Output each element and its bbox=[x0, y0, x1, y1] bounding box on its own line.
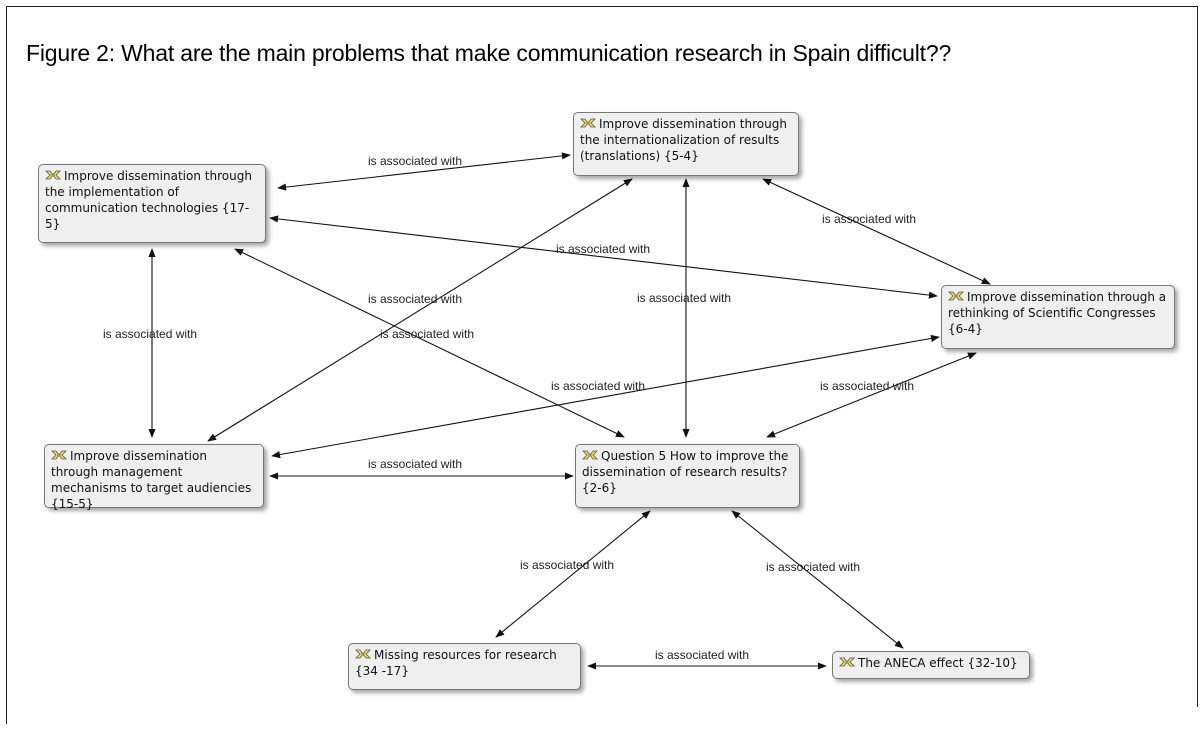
code-family-icon bbox=[948, 290, 964, 302]
edge-label: is associated with bbox=[368, 154, 462, 168]
edge-label: is associated with bbox=[655, 648, 749, 662]
code-family-icon bbox=[580, 117, 596, 129]
edge-n1-n3[interactable] bbox=[269, 215, 938, 299]
edge-n3-n4[interactable] bbox=[271, 334, 940, 459]
edge-n5-n7[interactable] bbox=[731, 510, 904, 649]
edge-label: is associated with bbox=[822, 212, 916, 226]
code-family-icon bbox=[582, 449, 598, 461]
code-node-question-5[interactable]: Question 5 How to improve the disseminat… bbox=[575, 444, 800, 508]
edge-label: is associated with bbox=[368, 457, 462, 471]
code-node-scientific-congresses[interactable]: Improve dissemination through a rethinki… bbox=[941, 285, 1175, 349]
code-family-icon bbox=[51, 449, 67, 461]
edge-label: is associated with bbox=[520, 558, 614, 572]
edge-n2-n3[interactable] bbox=[762, 178, 991, 285]
figure-frame bbox=[6, 6, 1198, 707]
code-node-aneca-effect[interactable]: The ANECA effect {32-10} bbox=[832, 651, 1030, 679]
edge-label: is associated with bbox=[551, 379, 645, 393]
edge-n3-n5[interactable] bbox=[766, 352, 977, 438]
figure-title: Figure 2: What are the main problems tha… bbox=[26, 40, 952, 66]
code-node-communication-technologies[interactable]: Improve dissemination through the implem… bbox=[38, 164, 266, 243]
edge-label: is associated with bbox=[103, 327, 197, 341]
edge-n5-n6[interactable] bbox=[495, 510, 651, 638]
code-node-internationalization[interactable]: Improve dissemination through the intern… bbox=[573, 112, 799, 176]
code-node-missing-resources[interactable]: Missing resources for research {34 -17} bbox=[348, 643, 581, 690]
frame-edge bbox=[6, 706, 7, 724]
edge-label: is associated with bbox=[368, 292, 462, 306]
code-family-icon bbox=[45, 169, 61, 181]
edge-label: is associated with bbox=[380, 327, 474, 341]
edge-label: is associated with bbox=[766, 560, 860, 574]
edge-label: is associated with bbox=[637, 291, 731, 305]
code-family-icon bbox=[839, 656, 855, 668]
code-family-icon bbox=[355, 648, 371, 660]
code-node-management-mechanisms[interactable]: Improve dissemination through management… bbox=[44, 444, 264, 511]
edge-n1-n5[interactable] bbox=[234, 248, 625, 438]
edge-label: is associated with bbox=[820, 379, 914, 393]
edge-label: is associated with bbox=[556, 242, 650, 256]
